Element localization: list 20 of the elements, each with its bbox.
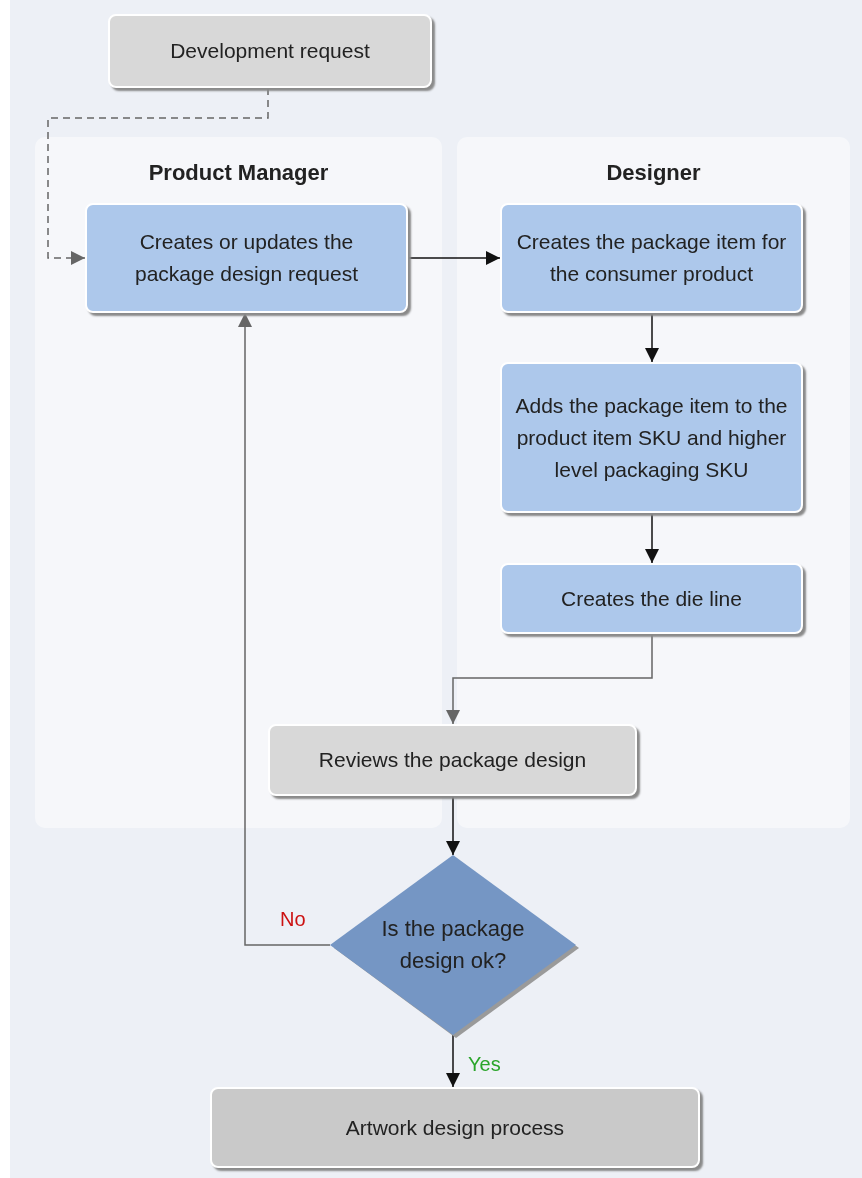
arrow: [645, 512, 659, 564]
decision-text: Is the package design ok?: [380, 915, 526, 975]
process-box: Adds the package item to the product item SKU and higher level packaging SKU: [500, 362, 803, 513]
arrow: [446, 1034, 460, 1088]
arrow: [238, 312, 331, 946]
process-box: Creates the die line: [500, 563, 803, 634]
lane-heading: Product Manager: [148, 159, 329, 187]
process-box: Creates or updates the package design request: [85, 203, 408, 313]
end-box: Artwork design process: [210, 1087, 700, 1168]
swimlane: [35, 137, 442, 828]
arrow: [47, 87, 269, 265]
lane-heading: Designer: [606, 159, 701, 187]
arrow: [407, 251, 501, 265]
arrow: [446, 633, 653, 725]
process-box: Reviews the package design: [268, 724, 637, 796]
start-box: Development request: [108, 14, 432, 88]
decision-diamond: [330, 855, 576, 1035]
arrow: [446, 795, 460, 856]
arrow: [645, 312, 659, 363]
process-box: Creates the package item for the consumer product: [500, 203, 803, 313]
